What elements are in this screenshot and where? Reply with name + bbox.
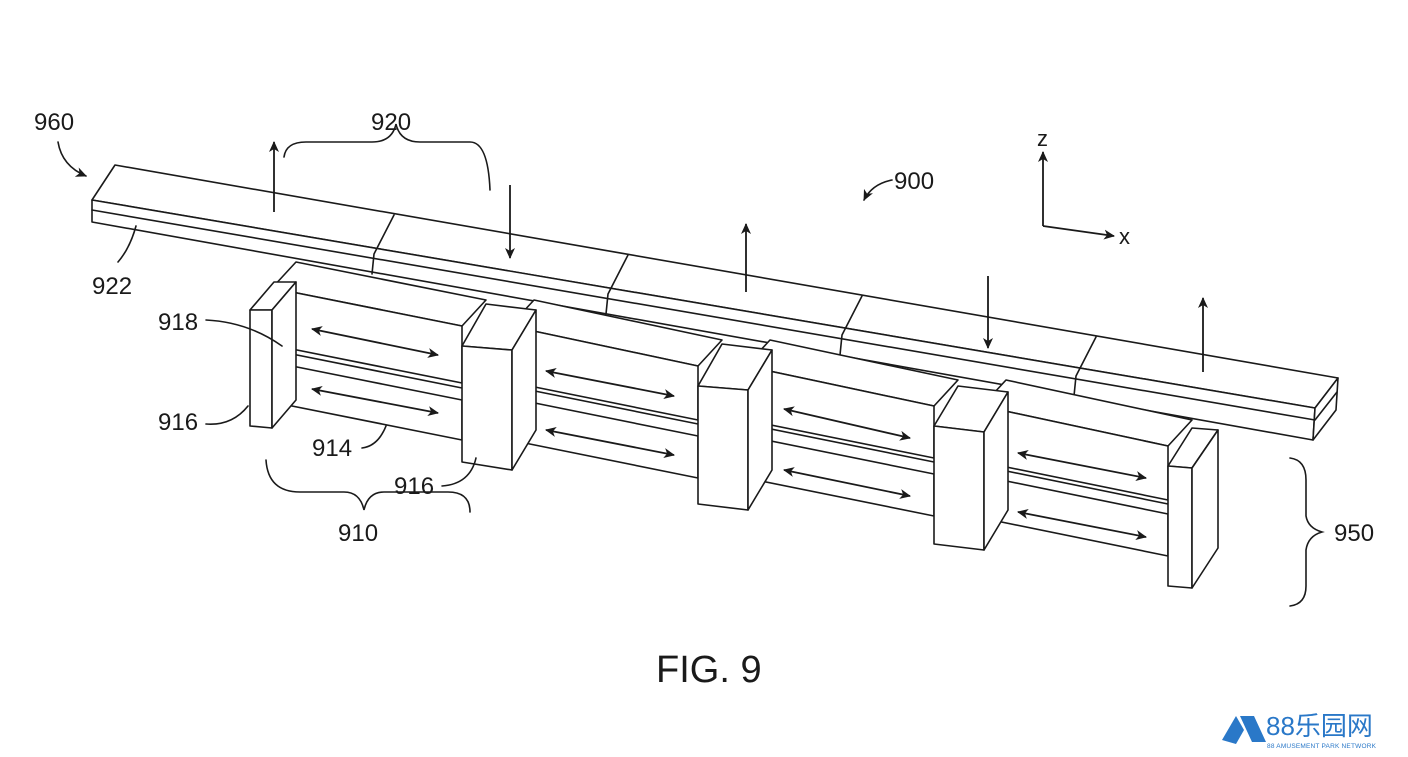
axis-x-label: x bbox=[1119, 224, 1130, 249]
label-900: 900 bbox=[894, 168, 934, 195]
beam-force-arrows bbox=[269, 141, 1208, 372]
beam-segment-dividers bbox=[371, 214, 1097, 397]
figure-caption: FIG. 9 bbox=[656, 649, 762, 691]
axis-indicator: z x bbox=[1037, 126, 1130, 249]
label-922: 922 bbox=[92, 273, 132, 300]
label-916-left: 916 bbox=[158, 409, 198, 436]
watermark-text: 88乐园网 bbox=[1266, 711, 1373, 741]
label-914: 914 bbox=[312, 435, 352, 462]
label-920: 920 bbox=[371, 109, 411, 136]
watermark-subtext: 88 AMUSEMENT PARK NETWORK bbox=[1267, 743, 1377, 750]
stylized-wave-logo-icon bbox=[1222, 716, 1266, 744]
label-960: 960 bbox=[34, 109, 74, 136]
watermark: 88乐园网 88 AMUSEMENT PARK NETWORK bbox=[1222, 711, 1377, 750]
reference-numerals: 960 920 900 922 918 916 914 916 910 950 bbox=[34, 109, 1374, 547]
actuator-assembly bbox=[249, 261, 1219, 589]
label-950: 950 bbox=[1334, 520, 1374, 547]
label-910: 910 bbox=[338, 520, 378, 547]
actuator-pillars bbox=[249, 281, 1219, 589]
leader-lines bbox=[57, 123, 1325, 607]
axis-z-label: z bbox=[1037, 126, 1048, 151]
label-916-center: 916 bbox=[394, 473, 434, 500]
plate-strain-arrows bbox=[311, 326, 1147, 540]
label-918: 918 bbox=[158, 309, 198, 336]
